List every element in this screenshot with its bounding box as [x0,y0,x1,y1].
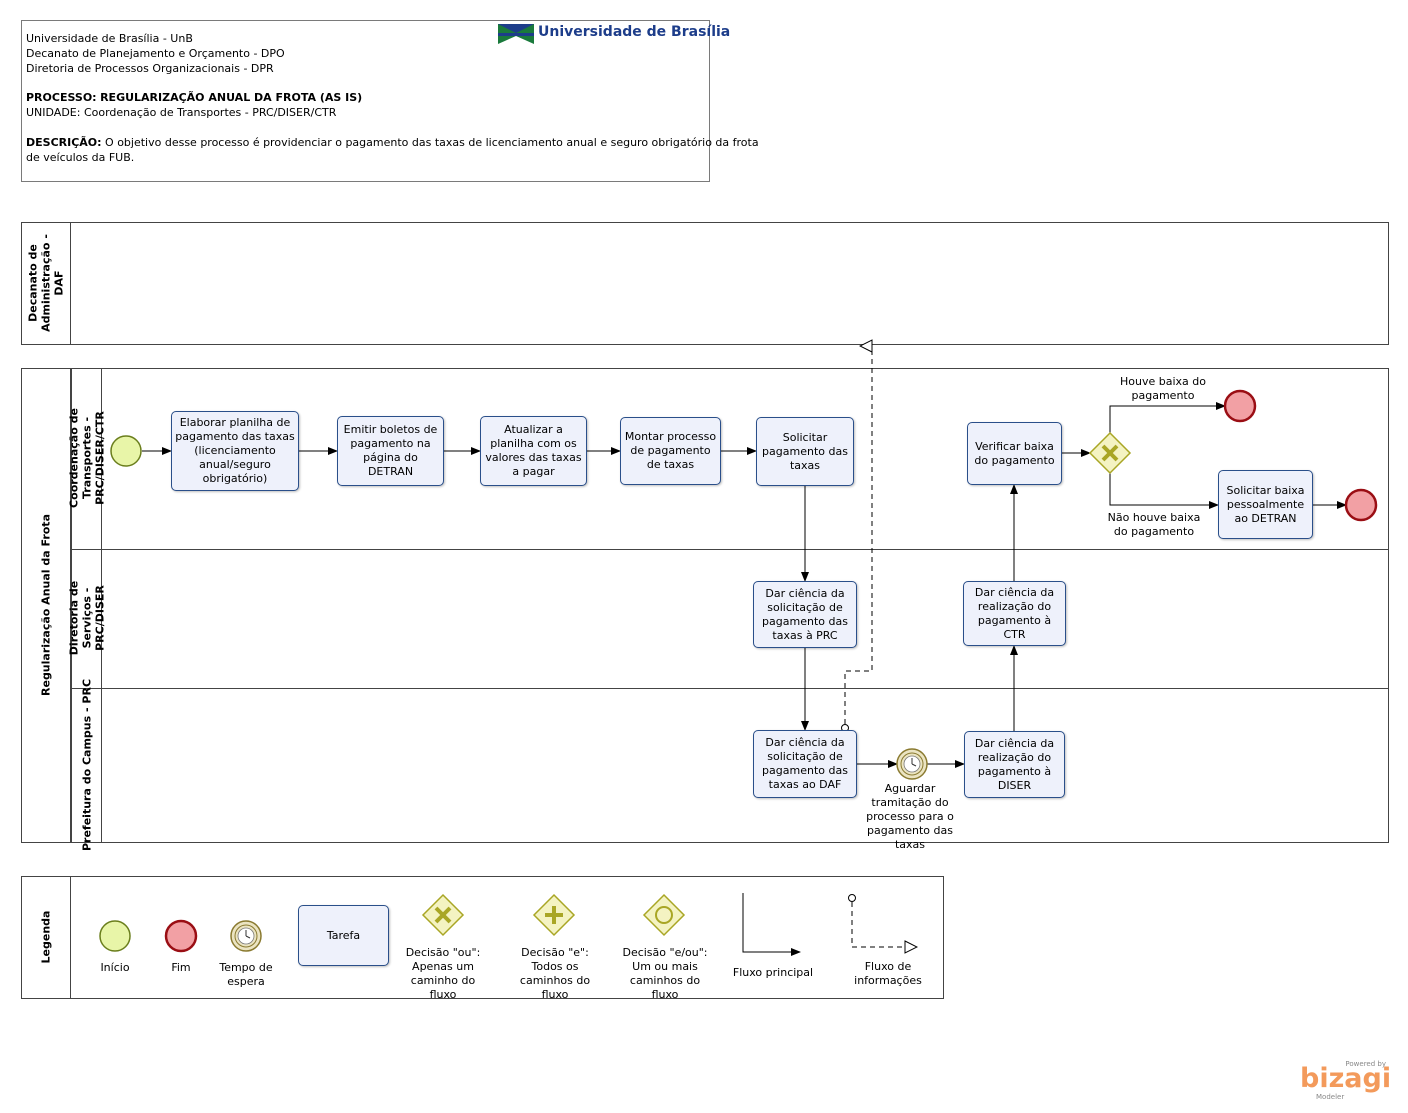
unb-logo: Universidade de Brasília [498,24,730,46]
bizagi-powered: Powered by [1345,1060,1386,1068]
timer-event [896,748,928,780]
task-montar-processo[interactable]: Montar processo de pagamento de taxas [620,417,721,485]
legend-fim: Fim [171,961,191,974]
legend-task-icon: Tarefa [298,905,389,966]
legend-timer-icon [230,920,262,952]
header-unidade: UNIDADE: Coordenação de Transportes - PR… [26,106,337,119]
start-event [110,435,142,467]
lane-headers [71,368,102,843]
pool-daf-header [21,222,71,345]
legend-and-icon [532,893,576,937]
task-solicitar-baixa[interactable]: Solicitar baixa pessoalmente ao DETRAN [1218,470,1313,539]
bizagi-name: bizagi [1300,1063,1392,1094]
legend-info-flow-icon [851,902,917,947]
flow-gw-end1 [1109,402,1226,433]
gateway-yes-label: Houve baixa do pagamento [1120,375,1206,402]
gateway-no-label: Não houve baixa do pagamento [1107,511,1201,538]
legend-or-icon [642,893,686,937]
lane-divider-2 [71,688,1389,689]
timer-label: Aguardar tramitação do processo para o p… [866,782,954,851]
task-ciencia-diser[interactable]: Dar ciência da realização do pagamento à… [964,731,1065,798]
task-solicitar-pagamento[interactable]: Solicitar pagamento das taxas [756,417,854,486]
logo-text: Universidade de Brasília [538,24,731,40]
task-emitir-boletos[interactable]: Emitir boletos de pagamento na página do… [337,416,444,486]
task-verificar-baixa[interactable]: Verificar baixa do pagamento [967,422,1062,485]
header-descricao-2: de veículos da FUB. [26,151,135,164]
unb-logo-icon [498,24,534,44]
flow-gw-t11 [1109,473,1219,509]
legend-start-icon [99,920,131,952]
pool-main-header [21,368,71,843]
legend-ou: Decisão "ou": Apenas um caminho do fluxo [405,946,481,1001]
task-ciencia-prc[interactable]: Dar ciência da solicitação de pagamento … [753,581,857,648]
info-flow-t7-daf [844,346,873,724]
end-event-2 [1344,488,1378,522]
task-ciencia-daf[interactable]: Dar ciência da solicitação de pagamento … [753,730,857,798]
task-elaborar-planilha[interactable]: Elaborar planilha de pagamento das taxas… [171,411,299,491]
exclusive-gateway [1088,431,1132,475]
legend-tempo: Tempo de espera [219,961,273,988]
header-line2: Decanato de Planejamento e Orçamento - D… [26,47,285,60]
legend-fluxo-principal: Fluxo principal [732,966,814,979]
legend-info-source [848,894,856,902]
header-line3: Diretoria de Processos Organizacionais -… [26,62,274,75]
lane-divider-1 [71,549,1389,550]
bizagi-logo: Powered by bizagi Modeler [1300,1060,1392,1104]
legend-end-icon [164,919,198,953]
legend-inicio: Início [100,961,130,974]
legend-main-flow-icon [742,893,801,956]
header-box: Universidade de Brasília - UnB Decanato … [21,20,759,182]
header-line1: Universidade de Brasília - UnB [26,32,193,45]
legend-xor-icon [421,893,465,937]
legend-header [21,876,71,999]
legend-e: Decisão "e": Todos os caminhos do fluxo [519,946,591,1001]
legend-fluxo-info: Fluxo de informações [854,960,922,987]
bizagi-sub: Modeler [1316,1093,1345,1101]
header-descricao: DESCRIÇÃO: O objetivo desse processo é p… [26,136,759,149]
end-event-1 [1223,389,1257,423]
legend-eou: Decisão "e/ou": Um ou mais caminhos do f… [622,946,708,1001]
header-processo: PROCESSO: REGULARIZAÇÃO ANUAL DA FROTA (… [26,91,363,104]
task-atualizar-planilha[interactable]: Atualizar a planilha com os valores das … [480,416,587,486]
task-ciencia-ctr[interactable]: Dar ciência da realização do pagamento à… [963,581,1066,646]
